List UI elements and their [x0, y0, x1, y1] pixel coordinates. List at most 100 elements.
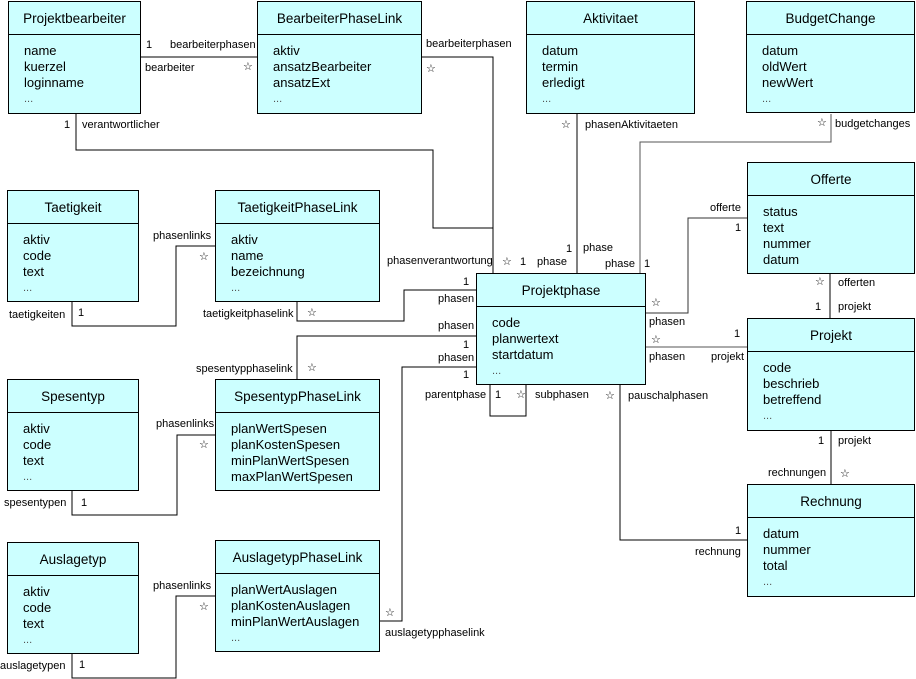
class-aktivitaet[interactable]: Aktivitaet datum termin erledigt ... [526, 1, 695, 114]
class-name: SpesentypPhaseLink [216, 380, 379, 413]
multiplicity-label: 1 [644, 258, 651, 270]
role-label: phase [583, 242, 613, 254]
role-label: offerten [838, 277, 876, 289]
attribute-ellipsis: ... [231, 632, 241, 644]
role-label: phasen [649, 316, 686, 328]
class-projektbearbeiter[interactable]: Projektbearbeiter name kuerzel loginname… [8, 1, 141, 114]
many-star-icon: ☆ [502, 256, 512, 268]
attribute-ellipsis: ... [231, 282, 241, 294]
attribute-ellipsis: ... [23, 471, 33, 483]
attribute: text [23, 264, 44, 279]
attribute: planWertSpesen [231, 421, 327, 436]
attribute: beschrieb [763, 376, 820, 391]
attribute: betreffend [763, 392, 822, 407]
attribute: planwertext [492, 331, 559, 346]
attribute-ellipsis: ... [762, 93, 772, 105]
attribute: termin [542, 59, 579, 74]
role-label: phasenlinks [156, 418, 215, 430]
role-label: phase [537, 256, 567, 268]
role-label: rechnung [695, 546, 741, 558]
multiplicity-label: 1 [79, 659, 86, 671]
attribute: code [763, 360, 792, 375]
multiplicity-label: 1 [566, 243, 573, 255]
role-label: phasen [438, 293, 475, 305]
role-label: phasenverantwortung [387, 255, 493, 267]
class-spesentypphaselink[interactable]: SpesentypPhaseLink planWertSpesen planKo… [215, 379, 380, 491]
assoc-subphasen-loop [489, 384, 527, 417]
attribute: aktiv [273, 43, 300, 58]
attribute: kuerzel [24, 59, 66, 74]
class-name: Auslagetyp [8, 543, 138, 576]
assoc-taetigkeitphaselink-line [296, 289, 478, 322]
multiplicity-label: 1 [734, 328, 741, 340]
many-star-icon: ☆ [307, 307, 317, 319]
class-spesentyp[interactable]: Spesentyp aktiv code text ... [7, 379, 139, 491]
attribute: datum [763, 526, 800, 541]
assoc-pauschalphasen-line [619, 384, 747, 541]
attribute: aktiv [23, 421, 50, 436]
multiplicity-label: 1 [64, 119, 71, 131]
role-label: phasen [438, 352, 475, 364]
class-projekt[interactable]: Projekt code beschrieb betreffend ... [747, 318, 915, 431]
attribute: status [763, 204, 798, 219]
attribute-ellipsis: ... [23, 282, 33, 294]
attribute: code [23, 248, 52, 263]
role-label: verantwortlicher [82, 119, 160, 131]
attribute: newWert [762, 75, 814, 90]
attribute-ellipsis: ... [23, 634, 33, 646]
attribute: minPlanWertAuslagen [231, 614, 360, 629]
multiplicity-label: 1 [463, 369, 470, 381]
role-label: spesentypen [4, 497, 67, 509]
class-taetigkeit[interactable]: Taetigkeit aktiv code text ... [7, 190, 139, 302]
many-star-icon: ☆ [651, 334, 661, 346]
class-taetigkeitphaselink[interactable]: TaetigkeitPhaseLink aktiv name bezeichnu… [215, 190, 380, 302]
attribute: planWertAuslagen [231, 582, 337, 597]
multiplicity-label: 1 [146, 39, 153, 51]
class-name: BudgetChange [747, 2, 914, 35]
many-star-icon: ☆ [385, 607, 395, 619]
class-name: Rechnung [748, 485, 914, 518]
class-auslagetyp[interactable]: Auslagetyp aktiv code text ... [7, 542, 139, 654]
class-bearbeiterphaselink[interactable]: BearbeiterPhaseLink aktiv ansatzBearbeit… [257, 1, 422, 114]
multiplicity-label: 1 [495, 389, 502, 401]
many-star-icon: ☆ [426, 63, 436, 75]
role-label: phasenlinks [153, 230, 212, 242]
attribute: text [763, 220, 784, 235]
assoc-auslagetypphaselink-line [380, 366, 478, 622]
many-star-icon: ☆ [307, 362, 317, 374]
attribute: maxPlanWertSpesen [231, 469, 353, 484]
attribute-ellipsis: ... [763, 576, 773, 588]
class-name: Projektbearbeiter [9, 2, 140, 35]
role-label: auslagetypphaselink [385, 627, 485, 639]
class-offerte[interactable]: Offerte status text nummer datum [747, 162, 915, 274]
attribute: minPlanWertSpesen [231, 453, 350, 468]
role-label: taetigkeitphaselink [203, 308, 294, 320]
many-star-icon: ☆ [651, 297, 661, 309]
multiplicity-label: 1 [735, 222, 742, 234]
role-label: projekt [838, 301, 872, 313]
attribute: nummer [763, 236, 811, 251]
multiplicity-label: 1 [78, 307, 85, 319]
role-label: parentphase [425, 389, 487, 401]
attribute: nummer [763, 542, 811, 557]
attribute: aktiv [231, 232, 258, 247]
class-budgetchange[interactable]: BudgetChange datum oldWert newWert ... [746, 1, 915, 113]
class-name: AuslagetypPhaseLink [216, 541, 379, 574]
class-name: Aktivitaet [527, 2, 694, 35]
role-label: taetigkeiten [9, 309, 66, 321]
multiplicity-label: 1 [815, 301, 822, 313]
role-label: phasenAktivitaeten [585, 119, 678, 131]
role-label: projekt [838, 435, 872, 447]
multiplicity-label: 1 [463, 276, 470, 288]
multiplicity-label: 1 [735, 525, 742, 537]
attribute: name [231, 248, 264, 263]
class-auslagetypphaselink[interactable]: AuslagetypPhaseLink planWertAuslagen pla… [215, 540, 380, 652]
attribute: datum [762, 43, 799, 58]
attribute: text [23, 453, 44, 468]
attribute-ellipsis: ... [273, 93, 283, 105]
attribute: total [763, 558, 788, 573]
role-label: projekt [711, 351, 745, 363]
class-rechnung[interactable]: Rechnung datum nummer total ... [747, 484, 915, 597]
class-projektphase[interactable]: Projektphase code planwertext startdatum… [476, 273, 646, 385]
